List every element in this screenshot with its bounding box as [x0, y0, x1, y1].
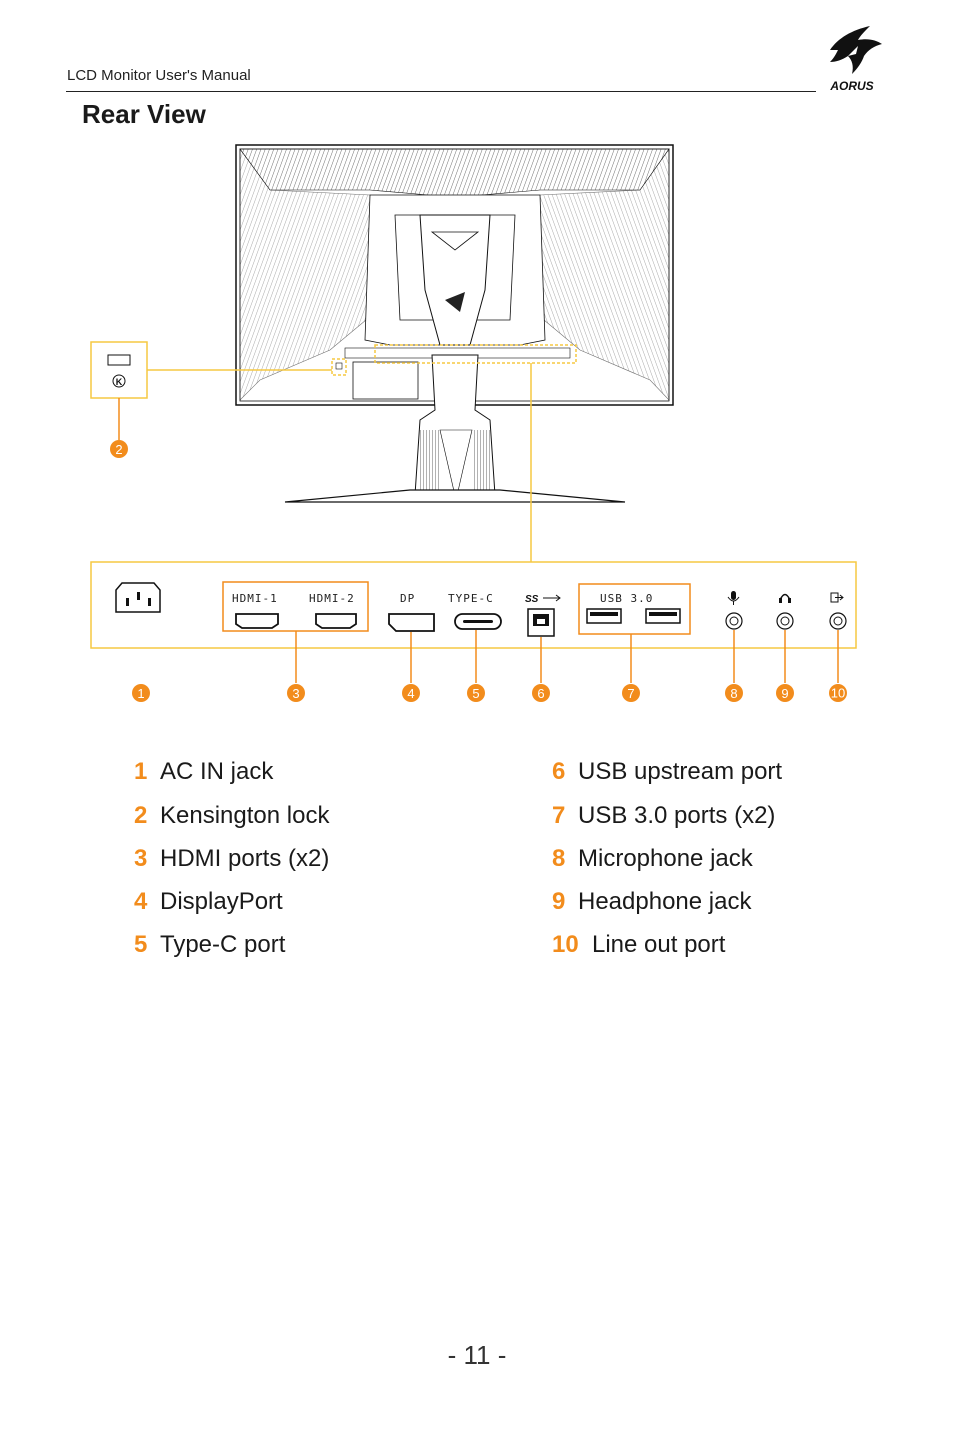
callout-6: 6	[532, 684, 550, 702]
svg-text:4: 4	[407, 686, 414, 701]
callout-8: 8	[725, 684, 743, 702]
hdmi-1-label: HDMI-1	[232, 592, 278, 605]
aorus-logo-icon: AORUS	[829, 26, 882, 93]
svg-text:7: 7	[627, 686, 634, 701]
dp-label: DP	[400, 592, 415, 605]
svg-text:10: 10	[831, 686, 845, 701]
header-rule	[66, 91, 816, 92]
callout-3: 3	[287, 684, 305, 702]
svg-text:K: K	[116, 377, 123, 387]
svg-text:9: 9	[781, 686, 788, 701]
hdmi-2-port-icon	[315, 613, 357, 629]
svg-text:8: 8	[730, 686, 737, 701]
page-number: - 11 -	[447, 1340, 507, 1370]
manual-title: LCD Monitor User's Manual	[67, 67, 251, 84]
type-c-label: TYPE-C	[448, 592, 494, 605]
callout-9: 9	[776, 684, 794, 702]
svg-text:6: 6	[537, 686, 544, 701]
section-title: Rear View	[82, 99, 206, 129]
svg-text:3: 3	[292, 686, 299, 701]
usb-3-label: USB 3.0	[600, 592, 653, 605]
callout-7: 7	[622, 684, 640, 702]
leader-lines	[295, 630, 839, 683]
ss-label: SS	[525, 594, 539, 605]
headphone-icon	[779, 593, 791, 603]
monitor-back	[235, 144, 674, 503]
port-panel: HDMI-1 HDMI-2 DP TYPE-C SS USB 3.0	[90, 561, 857, 649]
usb-symbol-icon	[543, 594, 561, 602]
brand-logo-text: AORUS	[829, 79, 873, 93]
callout-1: 1	[132, 684, 150, 702]
svg-text:5: 5	[472, 686, 479, 701]
callout-5: 5	[467, 684, 485, 702]
rear-view-diagram: K HDMI-1 HDMI-2 DP TYPE-C SS USB 3.0	[90, 144, 857, 702]
hdmi-1-port-icon	[235, 613, 279, 629]
callout-4: 4	[402, 684, 420, 702]
kensington-detail: K	[90, 341, 332, 440]
svg-text:1: 1	[137, 686, 144, 701]
displayport-icon	[388, 613, 435, 632]
svg-text:2: 2	[115, 442, 122, 457]
line-out-icon	[830, 592, 844, 603]
callout-badges: 2 1 3 4 5 6 7 8 9 10	[110, 440, 847, 702]
microphone-icon	[727, 591, 740, 605]
callout-2: 2	[110, 440, 128, 458]
hdmi-2-label: HDMI-2	[309, 592, 355, 605]
callout-10: 10	[829, 684, 847, 702]
